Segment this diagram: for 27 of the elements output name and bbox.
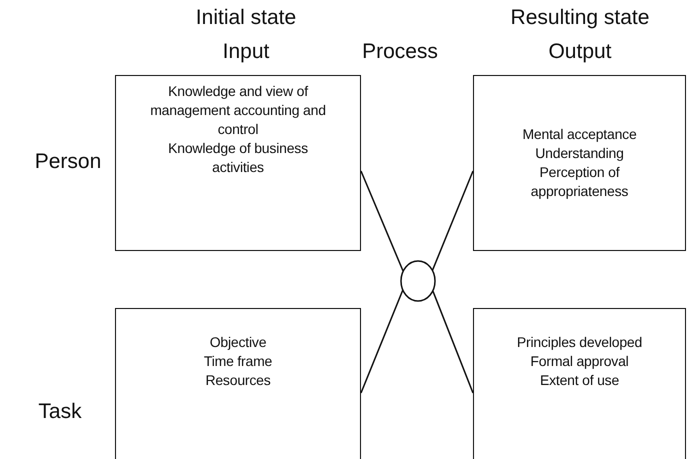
heading-label: Process [362,40,438,64]
state-box [115,308,361,459]
connector-line [432,290,474,394]
heading-label: Task [38,400,82,424]
box-text: Resources [205,371,271,390]
heading-label: Person [34,150,102,174]
state-box [473,308,686,459]
state-box [473,75,686,251]
box-text: Understanding [535,144,624,163]
box-text: Extent of use [540,371,620,390]
box-text: Objective [210,333,266,352]
heading-label: Input [222,40,270,64]
box-text: Knowledge and view of management accounting and control [149,82,327,139]
connector-line [432,170,474,271]
process-circle [400,260,436,302]
box-text: Principles developed [516,333,642,352]
heading-label: Output [548,40,612,64]
connector-line [360,290,404,394]
box-text: Formal approval [530,352,629,371]
connector-line [360,170,404,272]
box-text: Perception of appropriateness [530,163,630,201]
box-text: Mental acceptance [522,125,637,144]
box-text: Time frame [204,352,272,371]
box-text: Knowledge of business activities [167,139,309,177]
heading-label: Resulting state [510,6,650,30]
heading-label: Initial state [196,6,296,30]
state-box [115,75,361,251]
